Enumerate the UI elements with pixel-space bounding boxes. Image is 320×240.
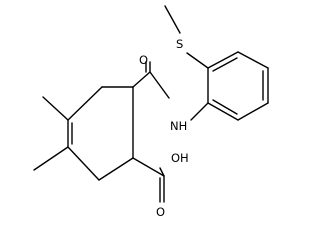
amide-oxygen-label: O — [139, 53, 148, 67]
carboxylic-acid-group — [132, 157, 165, 203]
structural-formula: S O NH OH O — [33, 5, 269, 219]
benzene-ring — [190, 51, 269, 121]
sulfur-label: S — [176, 37, 183, 51]
amide-nitrogen-label: NH — [170, 119, 187, 133]
hydroxyl-label: OH — [171, 151, 189, 165]
cyclohexene-ring — [67, 86, 134, 181]
methylthio-group — [164, 5, 209, 69]
atom-labels: S O NH OH O — [139, 37, 189, 219]
methyl-groups — [33, 96, 69, 171]
carbonyl-oxygen-label: O — [156, 205, 165, 219]
amide-group — [132, 61, 170, 99]
